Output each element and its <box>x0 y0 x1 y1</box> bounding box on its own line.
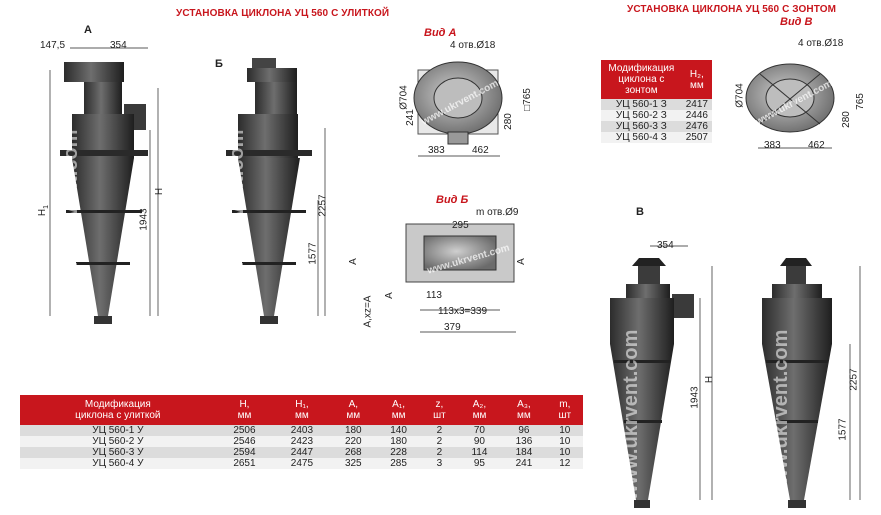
dimension-lines <box>49 47 861 500</box>
dim-holes18-v: 4 отв.Ø18 <box>798 38 844 49</box>
table-zont: Модификация циклона с зонтом H₂, мм УЦ 5… <box>601 60 712 143</box>
watermark-3: www.ukrvent.com <box>620 329 642 500</box>
dim-462-a: 462 <box>472 145 489 156</box>
dim-295: 295 <box>452 220 469 231</box>
dim-704-v: Ø704 <box>734 83 746 108</box>
dim-1943-b: 1943 <box>689 386 701 409</box>
header-a3: A₃,мм <box>501 395 547 425</box>
header-a: A,мм <box>330 395 376 425</box>
dim-2257: 2257 <box>317 194 329 217</box>
dim-h1: H1 <box>37 204 51 217</box>
cyclone-zont-side <box>762 258 832 508</box>
dim-354: 354 <box>110 40 127 51</box>
dim-a2: A <box>383 292 395 299</box>
view-a-drawing <box>413 61 503 145</box>
dim-h: H <box>154 187 166 196</box>
dim-241: 241 <box>404 109 416 126</box>
header-h1: H₁,мм <box>273 395 331 425</box>
header-a1: A₁,мм <box>375 395 422 425</box>
dim-765-a: □765 <box>521 88 533 111</box>
dim-h2: H <box>704 375 716 384</box>
cyclone-zont-front <box>610 258 694 508</box>
zont-header-h2: H₂, мм <box>681 60 712 99</box>
marker-a: А <box>84 24 92 36</box>
vid-a-label: Вид А <box>424 27 457 39</box>
dim-holes9: m отв.Ø9 <box>476 207 519 218</box>
vid-v-label: Вид В <box>780 16 813 28</box>
marker-b: Б <box>215 58 223 70</box>
dim-1577: 1577 <box>307 242 319 265</box>
dim-765-v: 765 <box>854 93 866 110</box>
dim-379: 379 <box>444 322 461 333</box>
dim-1577-b: 1577 <box>837 418 849 441</box>
dim-383-a: 383 <box>428 145 445 156</box>
vid-b-label: Вид Б <box>436 194 469 206</box>
dim-a1: A <box>515 258 527 265</box>
view-b-drawing <box>405 223 515 283</box>
watermark-2: www.ukrvent.com <box>226 129 248 300</box>
dim-383-v: 383 <box>764 140 781 151</box>
dim-354-b: 354 <box>657 240 674 251</box>
dim-280-v: 280 <box>840 111 852 128</box>
dim-1943: 1943 <box>138 208 150 231</box>
dim-280-a: 280 <box>502 113 514 130</box>
watermark-1: www.ukrvent.com <box>60 129 82 300</box>
dim-339: 113x3=339 <box>438 306 488 317</box>
view-v-drawing <box>745 63 835 133</box>
header-m: m,шт <box>546 395 583 425</box>
cyclone-scroll-side <box>226 58 312 324</box>
dim-a3: A,xz=A <box>362 295 374 328</box>
dim-113: 113 <box>426 290 442 301</box>
marker-v: В <box>636 206 644 218</box>
dim-2257-b: 2257 <box>848 368 860 391</box>
watermark-4: www.ukrvent.com <box>770 329 792 500</box>
title-left: УСТАНОВКА ЦИКЛОНА УЦ 560 С УЛИТКОЙ <box>176 8 390 19</box>
dim-a: A <box>347 258 359 265</box>
cyclone-scroll-front <box>60 62 148 324</box>
header-z: z,шт <box>421 395 458 425</box>
header-h: H,мм <box>215 395 274 425</box>
dim-462-v: 462 <box>808 140 825 151</box>
dim-147: 147,5 <box>40 40 66 51</box>
zont-header-model: Модификация циклона с зонтом <box>601 60 682 99</box>
dim-holes18-a: 4 отв.Ø18 <box>450 40 496 51</box>
header-a2: A₂,мм <box>457 395 502 425</box>
title-right: УСТАНОВКА ЦИКЛОНА УЦ 560 С ЗОНТОМ <box>627 4 836 15</box>
dim-704-a: Ø704 <box>398 85 410 110</box>
